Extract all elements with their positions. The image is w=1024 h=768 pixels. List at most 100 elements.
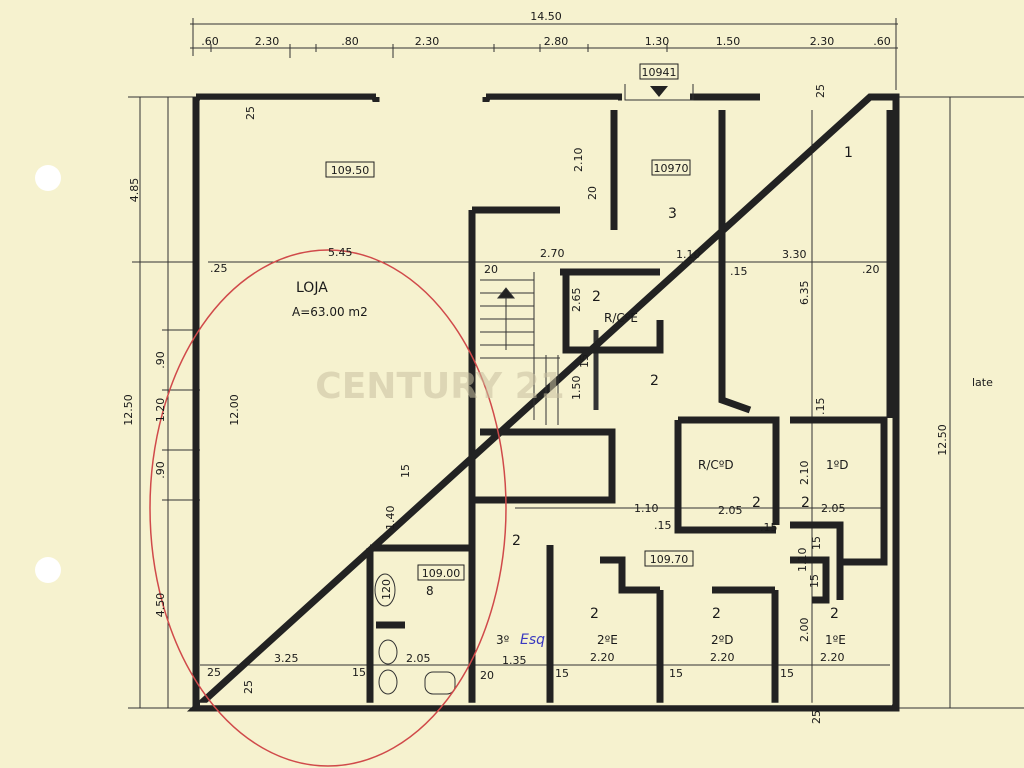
dim: 2.00 xyxy=(798,618,811,643)
dim: 3.30 xyxy=(782,248,807,261)
red-highlight-circle xyxy=(149,249,507,767)
room-number: 2 xyxy=(801,495,810,511)
dim: 25 xyxy=(242,680,255,694)
room-rc-e: R/CºE xyxy=(604,311,638,325)
room-number: 2 xyxy=(592,289,601,305)
room-rc-d: R/CºD xyxy=(698,458,734,472)
dim-total: 14.50 xyxy=(530,10,562,23)
side-dimensions: 4.85 12.50 .90 1.20 .90 4.50 12.00 12.50… xyxy=(122,178,993,618)
dim: 25 xyxy=(244,106,257,120)
dim-segment: 2.30 xyxy=(255,35,280,48)
dim: 2.10 xyxy=(572,148,585,173)
dim-left: 1.20 xyxy=(154,398,167,423)
dim-left: 4.50 xyxy=(154,593,167,618)
room-number: 2 xyxy=(590,606,599,622)
dim-left: 12.00 xyxy=(228,394,241,426)
dim: 15 xyxy=(399,464,412,478)
dim: 20 xyxy=(484,263,498,276)
dim-segment: .80 xyxy=(341,35,359,48)
room-number: 2 xyxy=(512,533,521,549)
dim-right: 12.50 xyxy=(936,424,949,456)
dim: 1.10 xyxy=(676,248,701,261)
room-number: 2 xyxy=(830,606,839,622)
dim: 15 xyxy=(352,666,366,679)
dim: 25 xyxy=(814,84,827,98)
room-2-e: 2ºE xyxy=(597,633,618,647)
dim: 15 xyxy=(810,536,823,550)
dim: .25 xyxy=(210,262,228,275)
level-box: 10941 xyxy=(642,66,677,79)
room-number: 3 xyxy=(668,206,677,222)
dim-segment: .60 xyxy=(873,35,891,48)
dim: .15 xyxy=(654,519,672,532)
dim: 25 xyxy=(207,666,221,679)
dim: 2.20 xyxy=(710,651,735,664)
dim: 2.20 xyxy=(820,651,845,664)
right-note: late xyxy=(972,376,993,389)
dim: 2.10 xyxy=(798,461,811,486)
room-number: 2 xyxy=(712,606,721,622)
dim-left: .90 xyxy=(154,461,167,479)
dim: 2.20 xyxy=(590,651,615,664)
dim-segment: 2.80 xyxy=(544,35,569,48)
dim: 20 xyxy=(586,186,599,200)
dim: 5.45 xyxy=(328,246,353,259)
dim-segment: .60 xyxy=(201,35,219,48)
level-box: 109.50 xyxy=(331,164,370,177)
room-number: 2 xyxy=(752,495,761,511)
dim-segment: 2.30 xyxy=(810,35,835,48)
level-markers: 10941 109.50 10970 109.00 109.70 xyxy=(325,63,694,581)
side-dimension-lines xyxy=(128,96,1024,709)
dim: 3.25 xyxy=(274,652,299,665)
dim: 20 xyxy=(480,669,494,682)
level-box: 109.70 xyxy=(650,553,689,566)
sanitary-fixtures xyxy=(374,573,456,695)
dim: 15 xyxy=(808,574,821,588)
stairs xyxy=(480,272,560,425)
top-dimensions: 14.50 .60 2.30 .80 2.30 2.80 1.30 1.50 2… xyxy=(201,10,891,48)
handwritten-esq: Esq xyxy=(520,632,545,648)
dim: 2.05 xyxy=(406,652,431,665)
dim-segment: 1.30 xyxy=(645,35,670,48)
dim: 1.40 xyxy=(384,506,397,531)
entrance-marker-icon xyxy=(650,86,668,97)
dim: 1.10 xyxy=(796,548,809,573)
dim: 15 xyxy=(578,354,591,368)
dim-segment: 2.30 xyxy=(415,35,440,48)
dim-left: 4.85 xyxy=(128,178,141,203)
dim-left: .90 xyxy=(154,351,167,369)
room-1-e: 1ºE xyxy=(825,633,846,647)
dim: 15 xyxy=(780,667,794,680)
binder-hole xyxy=(35,165,61,191)
shop-area: A=63.00 m2 xyxy=(292,305,368,319)
dim: 2.05 xyxy=(718,504,743,517)
level-box: 109.00 xyxy=(422,567,461,580)
dim: 2.70 xyxy=(540,247,565,260)
dim: 1.35 xyxy=(502,654,527,667)
dim: 2.65 xyxy=(570,288,583,313)
dim: 6.35 xyxy=(798,281,811,306)
room-1-d: 1ºD xyxy=(826,458,849,472)
inner-dimensions: 25 5.45 .25 2.10 20 2.70 1.10 20 2.65 1.… xyxy=(207,84,880,724)
dim: 1.10 xyxy=(634,502,659,515)
dim: .20 xyxy=(862,263,880,276)
top-dimension-lines xyxy=(190,18,898,90)
dim: 15 xyxy=(669,667,683,680)
dim: 15 xyxy=(555,667,569,680)
room-numbers: 1 3 2 2 2 2 2 2 2 2 8 xyxy=(426,145,853,622)
shop-name: LOJA xyxy=(296,280,328,296)
room-number: 1 xyxy=(844,145,853,161)
dim: 25 xyxy=(810,710,823,724)
room-labels: R/CºE R/CºD 1ºD 2ºE 2ºD 1ºE 3º Esq xyxy=(496,311,849,648)
room-3-esq: 3º xyxy=(496,633,510,647)
level-box: 10970 xyxy=(654,162,689,175)
walls xyxy=(186,93,900,712)
room-number: 2 xyxy=(650,373,659,389)
binder-hole xyxy=(35,557,61,583)
dim: .15 xyxy=(730,265,748,278)
room-2-d: 2ºD xyxy=(711,633,734,647)
dim: 120 xyxy=(380,579,393,600)
dim: .15 xyxy=(814,398,827,416)
